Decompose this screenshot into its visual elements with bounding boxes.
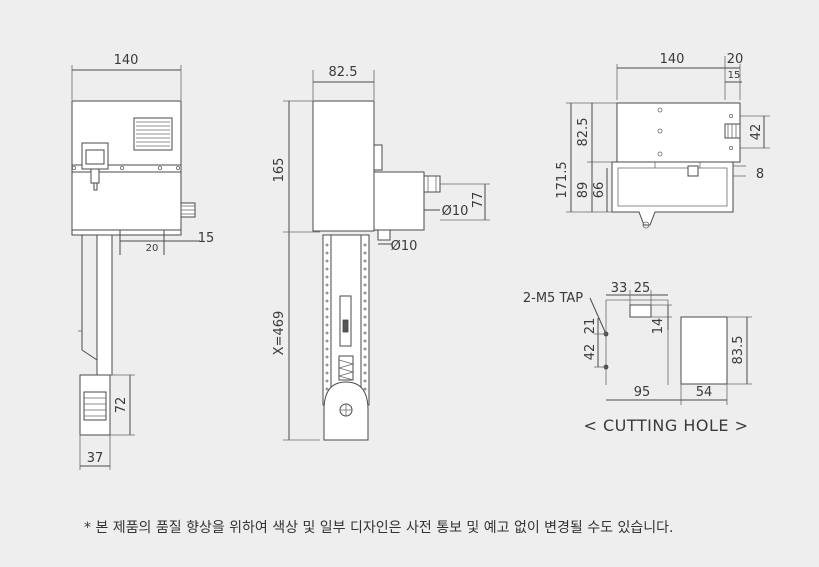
front-dia-lower-label: Ø10 (391, 239, 418, 254)
top-66-label: 66 (592, 182, 607, 199)
front-width-label: 82.5 (329, 65, 358, 80)
front-housing (312, 100, 375, 232)
top-89-label: 89 (576, 182, 591, 199)
tube-perforations (325, 243, 367, 399)
hole-42-label: 42 (583, 344, 598, 361)
footnote: * 본 제품의 품질 향상을 위하여 색상 및 일부 디자인은 사전 통보 및 … (84, 520, 674, 536)
top-connector (724, 123, 741, 139)
side-37-label: 37 (87, 451, 104, 466)
top-housing (616, 102, 741, 163)
side-72-label: 72 (114, 397, 129, 414)
tap-label: 2-M5 TAP (523, 291, 583, 306)
front-77-label: 77 (471, 192, 486, 209)
front-length-label: X=469 (272, 311, 287, 356)
front-view: 82.5 165 X=469 Ø10 77 Ø10 (272, 65, 490, 441)
top-171-5-label: 171.5 (555, 161, 570, 198)
hole-25-label: 25 (634, 281, 651, 296)
cutting-hole-caption: < CUTTING HOLE > (584, 416, 749, 435)
top-42-label: 42 (749, 124, 764, 141)
hole-21-label: 21 (583, 318, 598, 335)
top-view: 140 20 15 42 8 (555, 52, 770, 229)
hole-83-5-label: 83.5 (731, 336, 746, 365)
side-width-label: 140 (114, 53, 139, 68)
hole-95-label: 95 (634, 385, 651, 400)
front-nozzle (423, 175, 441, 193)
top-width-label: 140 (660, 52, 685, 67)
top-20-label: 20 (727, 52, 744, 67)
hole-54-label: 54 (696, 385, 713, 400)
vent-grille (133, 117, 173, 151)
front-dia-upper-label: Ø10 (442, 204, 469, 219)
hole-33-label: 33 (611, 281, 628, 296)
hole-slot (629, 304, 652, 318)
cutting-hole-view: 2-M5 TAP 33 25 14 21 42 83.5 95 (523, 281, 752, 435)
top-8-label: 8 (756, 167, 764, 182)
top-bracket (611, 161, 734, 226)
side-view: 140 (71, 53, 215, 470)
top-15-label: 15 (728, 70, 741, 81)
side-pipe (96, 234, 113, 376)
hole-cutout (680, 316, 728, 385)
side-15-label: 15 (198, 231, 215, 246)
side-20-label: 20 (146, 243, 159, 254)
front-height-label: 165 (272, 158, 287, 183)
hole-14-label: 14 (651, 318, 666, 335)
top-82-5-label: 82.5 (576, 118, 591, 147)
